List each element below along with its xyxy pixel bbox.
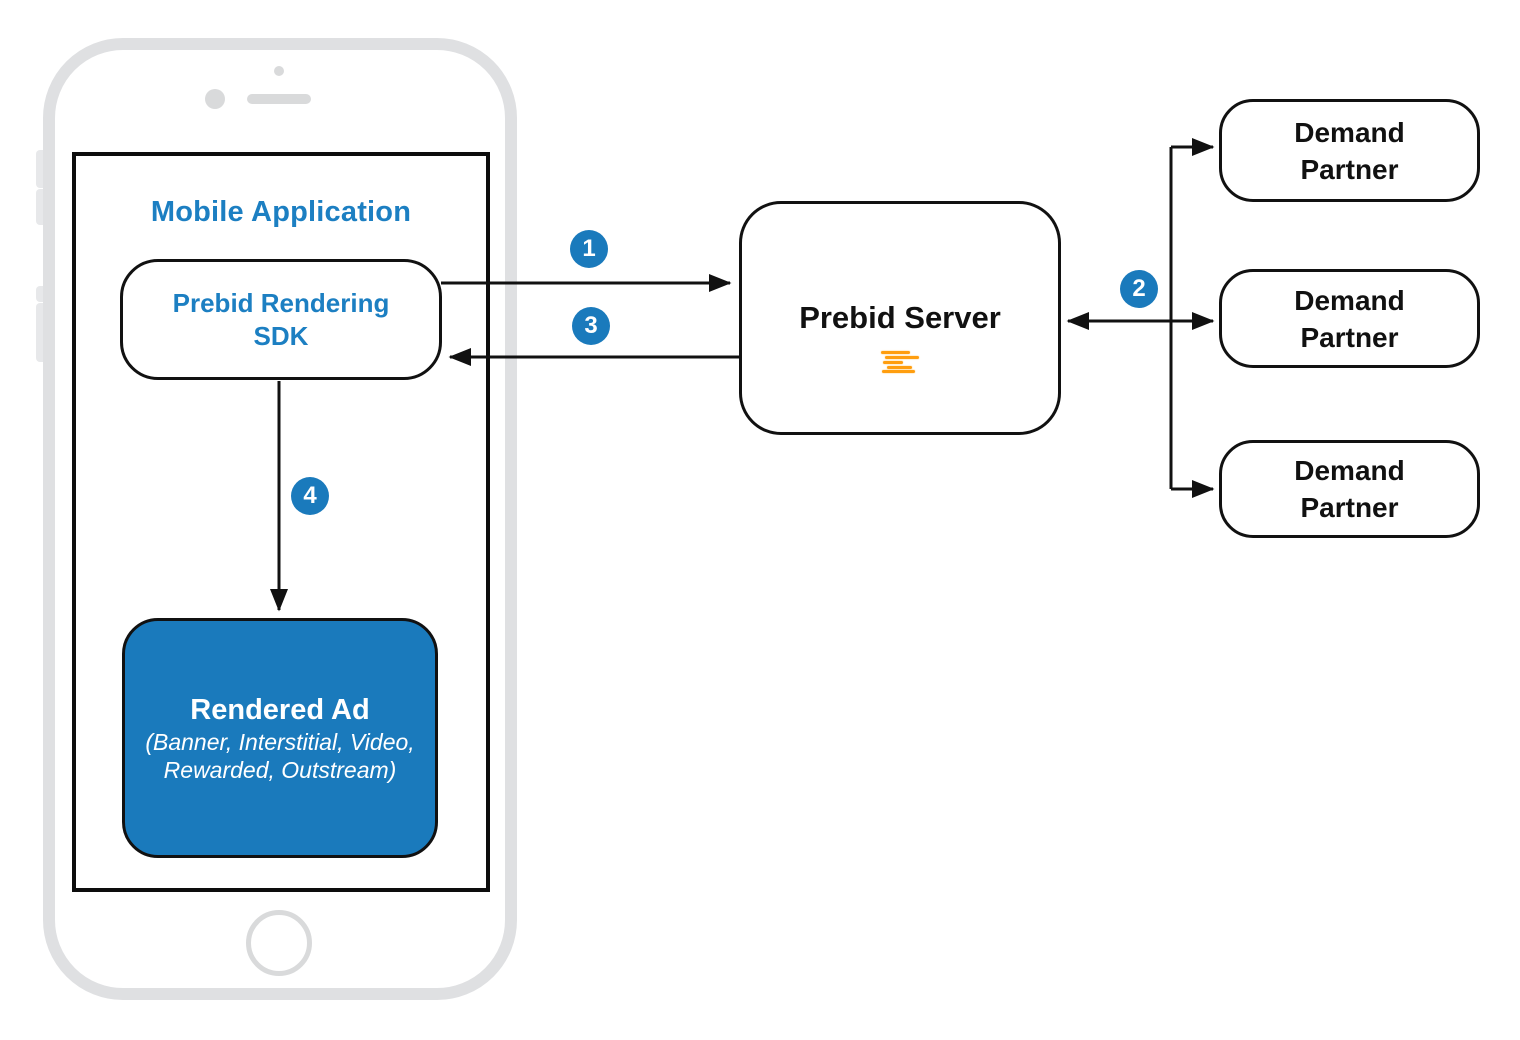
step-badge-2: 2 <box>1120 270 1158 308</box>
rendered-ad-subtitle-line2: Rewarded, Outstream) <box>163 756 397 783</box>
prebid-rendering-sdk-node: Prebid Rendering SDK <box>120 259 442 380</box>
phone-speaker-icon <box>247 94 311 104</box>
demand-partner-label-line2: Partner <box>1300 321 1399 353</box>
sdk-label-line2: SDK <box>253 320 309 351</box>
mobile-application-title: Mobile Application <box>150 196 412 228</box>
rendered-ad-title: Rendered Ad <box>190 693 370 726</box>
step-badge-4: 4 <box>291 477 329 515</box>
sdk-label-line1: Prebid Rendering <box>172 287 390 318</box>
demand-partner-label-line1: Demand <box>1294 455 1405 486</box>
prebid-logo-bar <box>881 351 910 355</box>
step-badge-1: 1 <box>570 230 608 268</box>
demand-partner-node-3: Demand Partner <box>1219 440 1480 538</box>
prebid-logo-bar <box>887 365 912 369</box>
demand-partner-node-2: Demand Partner <box>1219 269 1480 368</box>
phone-sensor-icon <box>205 89 225 109</box>
prebid-server-node: Prebid Server <box>739 201 1061 435</box>
prebid-logo-icon <box>880 350 920 376</box>
demand-partner-label-line2: Partner <box>1300 492 1399 523</box>
phone-camera-icon <box>274 66 284 76</box>
step-badge-3: 3 <box>572 307 610 345</box>
rendered-ad-node: Rendered Ad (Banner, Interstitial, Video… <box>122 618 438 858</box>
rendered-ad-subtitle-line1: (Banner, Interstitial, Video, <box>145 728 415 755</box>
demand-partner-label-line1: Demand <box>1294 284 1405 316</box>
demand-partner-label-line2: Partner <box>1300 153 1399 185</box>
prebid-logo-bar <box>883 361 903 365</box>
demand-partner-label-line1: Demand <box>1294 116 1405 148</box>
phone-home-button <box>246 910 312 976</box>
prebid-server-label: Prebid Server <box>799 300 1001 335</box>
prebid-logo-bar <box>882 370 915 374</box>
demand-partner-node-1: Demand Partner <box>1219 99 1480 202</box>
prebid-logo-bar <box>885 356 919 360</box>
